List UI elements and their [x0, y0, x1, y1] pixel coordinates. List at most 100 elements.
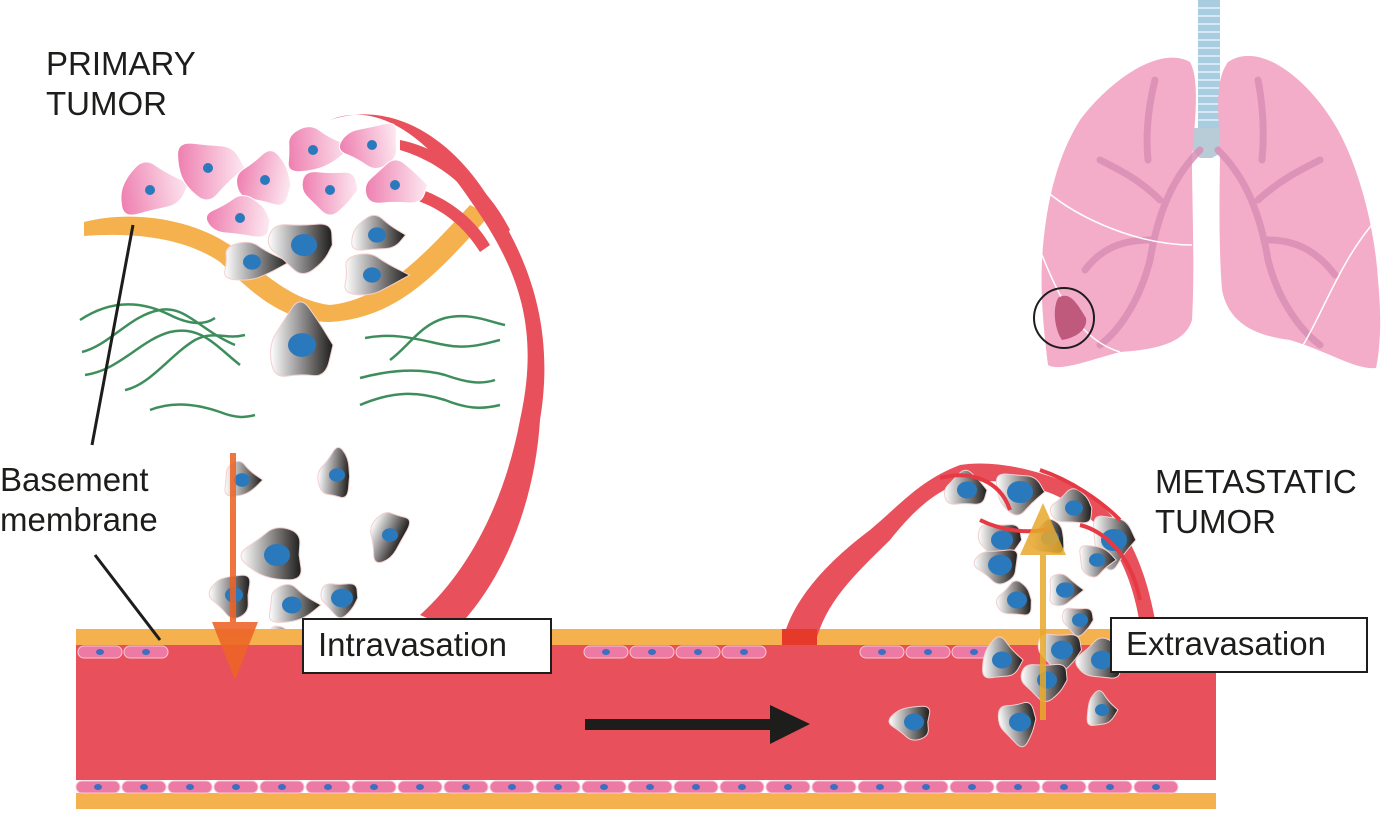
endothelial-nucleus — [232, 784, 240, 790]
cell-nucleus — [1007, 591, 1027, 609]
endothelial-nucleus — [602, 649, 610, 655]
endothelial-nucleus — [922, 784, 930, 790]
cell-nucleus — [1072, 613, 1088, 627]
basement-membrane-label: Basement membrane — [0, 460, 158, 540]
endothelial-nucleus — [968, 784, 976, 790]
lungs-icon — [1033, 0, 1381, 369]
cell-nucleus — [368, 227, 386, 243]
endothelial-nucleus — [1060, 784, 1068, 790]
cell-nucleus — [331, 588, 353, 608]
cell-nucleus — [390, 180, 400, 190]
basement-membrane-label-line1: Basement — [0, 461, 149, 498]
endothelial-nucleus — [970, 649, 978, 655]
endothelial-nucleus — [508, 784, 516, 790]
capillary — [939, 473, 1012, 511]
right-lung — [1041, 57, 1196, 368]
cell-nucleus — [992, 651, 1012, 669]
capillary — [1039, 468, 1122, 522]
endothelial-nucleus — [186, 784, 194, 790]
endothelial-nucleus — [1014, 784, 1022, 790]
cell-nucleus — [1101, 528, 1127, 552]
endothelial-nucleus — [692, 784, 700, 790]
cell-nucleus — [291, 233, 317, 257]
metastatic-tumor-cells — [888, 468, 1142, 748]
metastatic-feeding-vessel — [782, 463, 1155, 645]
endothelial-nucleus — [648, 649, 656, 655]
capillary — [1079, 523, 1142, 601]
cell-nucleus — [1091, 650, 1113, 670]
cell-nucleus — [363, 267, 381, 283]
endothelial-nucleus — [96, 649, 104, 655]
cell-nucleus — [1009, 712, 1031, 732]
cell-nucleus — [203, 163, 213, 173]
cell-nucleus — [308, 145, 318, 155]
cell-nucleus — [325, 185, 335, 195]
endothelial-nucleus — [370, 784, 378, 790]
intravasation-label: Intravasation — [302, 618, 552, 674]
circle-highlight-icon — [1033, 287, 1095, 349]
cell-nucleus — [1051, 640, 1073, 660]
endothelial-nucleus — [94, 784, 102, 790]
cell-nucleus — [264, 543, 290, 567]
primary-tumor-label: PRIMARY TUMOR — [46, 44, 196, 124]
vessel-bottom-membrane — [76, 793, 1216, 809]
cell-nucleus — [282, 596, 302, 614]
endothelial-nucleus — [278, 784, 286, 790]
stroma-fibers — [79, 303, 506, 419]
primary-epithelial-cells — [120, 122, 429, 238]
endothelial-nucleus — [924, 649, 932, 655]
endothelial-nucleus — [140, 784, 148, 790]
cell-nucleus — [957, 481, 977, 499]
epithelial-cell — [287, 126, 353, 173]
primary-tumor-label-line1: PRIMARY — [46, 45, 196, 82]
basement-membrane-pointer — [90, 224, 135, 446]
endothelial-nucleus — [878, 649, 886, 655]
right-arrow-icon — [585, 705, 810, 744]
primary-basement-membrane — [84, 205, 490, 322]
endothelial-nucleus — [416, 784, 424, 790]
cell-nucleus — [382, 528, 398, 542]
endothelial-nucleus — [784, 784, 792, 790]
cell-nucleus — [1089, 553, 1105, 567]
extravasation-label: Extravasation — [1110, 617, 1368, 673]
bronchi — [1081, 76, 1339, 349]
cell-nucleus — [904, 713, 924, 731]
metastatic-tumor-label-line2: TUMOR — [1155, 503, 1276, 540]
cell-nucleus — [243, 254, 261, 270]
cell-nucleus — [235, 213, 245, 223]
cell-nucleus — [234, 473, 250, 487]
metastatic-tumor-label: METASTATIC TUMOR — [1155, 462, 1357, 542]
metastatic-tumor-label-line1: METASTATIC — [1155, 463, 1357, 500]
basement-membrane-label-line2: membrane — [0, 501, 158, 538]
cell-nucleus — [1056, 582, 1074, 598]
endothelial-nucleus — [462, 784, 470, 790]
cell-nucleus — [1095, 704, 1109, 716]
endothelium-bottom — [75, 780, 1179, 794]
cell-nucleus — [991, 530, 1013, 550]
endothelial-nucleus — [830, 784, 838, 790]
endothelial-nucleus — [876, 784, 884, 790]
cell-nucleus — [329, 468, 345, 482]
endothelial-nucleus — [554, 784, 562, 790]
left-lung — [1218, 55, 1381, 369]
endothelial-nucleus — [738, 784, 746, 790]
endothelial-nucleus — [740, 649, 748, 655]
cell-nucleus — [1065, 500, 1083, 516]
endothelial-nucleus — [646, 784, 654, 790]
up-arrow-icon — [1020, 503, 1066, 720]
epithelial-cell — [120, 161, 190, 216]
endothelial-nucleus — [1106, 784, 1114, 790]
cell-nucleus — [145, 185, 155, 195]
vessel-membrane-pointer — [93, 554, 162, 641]
down-arrow-icon — [212, 453, 258, 680]
cell-nucleus — [288, 333, 316, 357]
lung-lesion — [1054, 295, 1087, 340]
cell-nucleus — [260, 175, 270, 185]
endothelial-nucleus — [142, 649, 150, 655]
endothelial-nucleus — [694, 649, 702, 655]
cell-nucleus — [988, 554, 1012, 576]
endothelial-nucleus — [1152, 784, 1160, 790]
cell-nucleus — [1007, 480, 1033, 504]
endothelial-nucleus — [324, 784, 332, 790]
